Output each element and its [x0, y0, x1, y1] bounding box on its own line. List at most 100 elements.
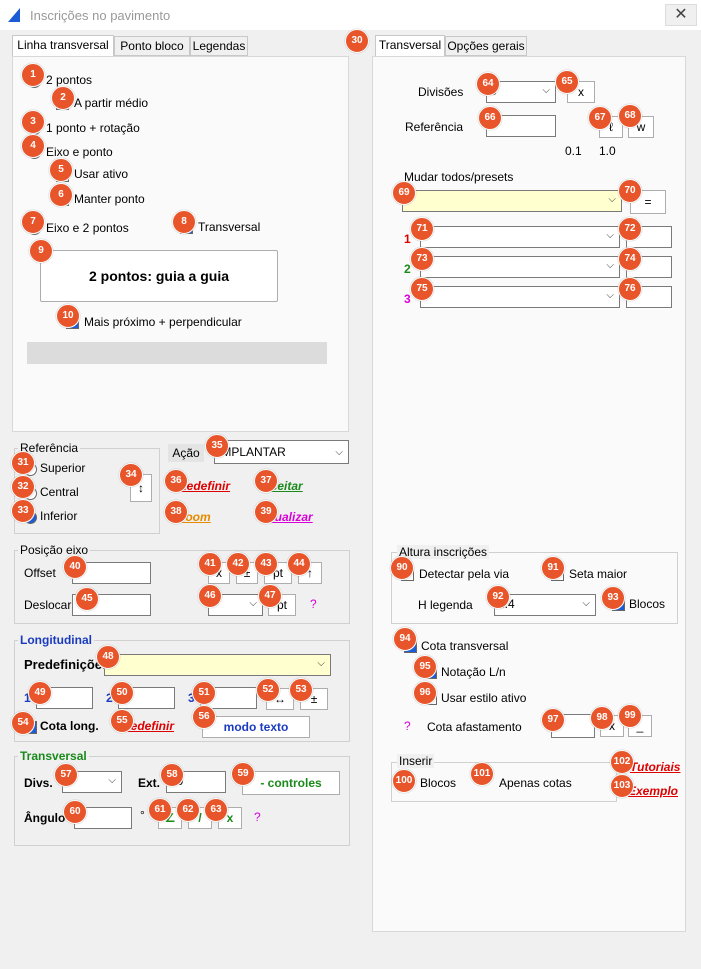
label-1ponto: 1 ponto + rotação — [46, 121, 140, 135]
chevron-down-icon: ⌵ — [582, 598, 590, 609]
title-bar — [0, 0, 701, 30]
badge: 52 — [256, 678, 280, 702]
scale-a: 0.1 — [565, 144, 582, 158]
redefinir-link[interactable]: Redefinir — [178, 479, 231, 493]
label-usar-ativo: Usar ativo — [74, 167, 129, 181]
offset-label: Offset — [24, 566, 56, 580]
chevron-down-icon: ⌵ — [335, 447, 343, 458]
chevron-down-icon: ⌵ — [606, 290, 614, 301]
label-cota-transversal: Cota transversal — [421, 639, 509, 653]
badge: 48 — [96, 645, 120, 669]
badge: 34 — [119, 463, 143, 487]
badge: 36 — [164, 469, 188, 493]
chevron-down-icon: ⌵ — [249, 598, 257, 609]
predef-select[interactable]: ⌵ — [104, 654, 331, 676]
badge: 55 — [110, 709, 134, 733]
badge: 90 — [390, 556, 414, 580]
tab-transversal[interactable]: Transversal — [375, 35, 445, 57]
row-label-2: 2 — [404, 262, 411, 276]
tab-legendas[interactable]: Legendas — [190, 36, 248, 56]
row-select-3[interactable]: ⌵ — [420, 286, 620, 308]
badge: 59 — [231, 762, 255, 786]
badge: 46 — [198, 584, 222, 608]
label-a-partir-medio: A partir médio — [74, 96, 149, 110]
badge: 73 — [410, 247, 434, 271]
badge: 70 — [618, 179, 642, 203]
badge: 8 — [172, 210, 196, 234]
cotas-help[interactable]: ? — [404, 719, 411, 733]
acao-value: IMPLANTAR — [218, 445, 286, 459]
badge: 101 — [470, 762, 494, 786]
label-eixo-ponto: Eixo e ponto — [46, 145, 113, 159]
badge: 66 — [478, 106, 502, 130]
equals-button[interactable]: = — [630, 190, 666, 214]
badge: 49 — [28, 681, 52, 705]
label-mais-proximo: Mais próximo + perpendicular — [84, 315, 242, 329]
deslocar-label: Deslocar — [24, 598, 72, 612]
chevron-down-icon: ⌵ — [608, 194, 616, 205]
badge: 50 — [110, 681, 134, 705]
mudar-select[interactable]: ⌵ — [402, 190, 622, 212]
badge: 63 — [204, 798, 228, 822]
row-label-1: 1 — [404, 232, 411, 246]
badge: 33 — [11, 499, 35, 523]
badge: 98 — [590, 706, 614, 730]
transversal-left-legend: Transversal — [18, 749, 89, 763]
exemplo-link[interactable]: Exemplo — [628, 784, 679, 798]
label-detectar: Detectar pela via — [419, 567, 510, 581]
tab-linha-transversal[interactable]: Linha transversal — [12, 35, 114, 57]
badge: 68 — [618, 104, 642, 128]
app-logo-icon — [8, 8, 20, 22]
deg-label: ° — [140, 808, 145, 822]
inserir-blocos-label[interactable]: Blocos — [420, 776, 457, 790]
badge: 3 — [21, 110, 45, 134]
linha-panel — [12, 56, 349, 432]
tutoriais-link[interactable]: Tutoriais — [630, 760, 681, 774]
row-select-1[interactable]: ⌵ — [420, 226, 620, 248]
tab-opcoes-gerais[interactable]: Opções gerais — [445, 36, 527, 56]
badge: 61 — [148, 798, 172, 822]
badge: 1 — [21, 63, 45, 87]
badge: 53 — [289, 678, 313, 702]
label-eixo-2pontos: Eixo e 2 pontos — [46, 221, 129, 235]
badge: 42 — [226, 552, 250, 576]
badge: 94 — [393, 627, 417, 651]
row-select-2[interactable]: ⌵ — [420, 256, 620, 278]
tab-ponto-bloco[interactable]: Ponto bloco — [114, 36, 190, 56]
label-superior: Superior — [40, 461, 86, 475]
badge: 76 — [618, 277, 642, 301]
badge: 92 — [486, 585, 510, 609]
badge: 58 — [160, 763, 184, 787]
progress-bar — [27, 342, 327, 364]
badge: 75 — [410, 277, 434, 301]
posicao-help[interactable]: ? — [310, 597, 317, 611]
label-seta-maior: Seta maior — [569, 567, 628, 581]
divisoes-label: Divisões — [418, 85, 464, 99]
badge: 93 — [601, 586, 625, 610]
h-legenda-label: H legenda — [418, 598, 473, 612]
label-2pontos: 2 pontos — [46, 73, 93, 87]
modo-texto-button[interactable]: modo texto — [202, 716, 310, 738]
chevron-down-icon: ⌵ — [606, 260, 614, 271]
badge: 4 — [21, 134, 45, 158]
acao-select[interactable]: IMPLANTAR ⌵ — [214, 440, 349, 464]
divs-label: Divs. — [24, 776, 53, 790]
divisoes-select[interactable]: 5⌵ — [486, 81, 556, 103]
main-mode-button[interactable]: 2 pontos: guia a guia — [40, 250, 278, 302]
long-redefinir-link[interactable]: Redefinir — [122, 719, 175, 733]
mudar-label: Mudar todos/presets — [404, 170, 514, 184]
badge: 51 — [192, 681, 216, 705]
label-transversal: Transversal — [198, 220, 261, 234]
referencia-legend: Referência — [18, 441, 81, 455]
apenas-cotas-label[interactable]: Apenas cotas — [499, 776, 572, 790]
angulo-help[interactable]: ? — [254, 810, 261, 824]
badge: 72 — [618, 217, 642, 241]
longitudinal-legend: Longitudinal — [18, 633, 94, 647]
close-icon[interactable]: ✕ — [665, 4, 697, 26]
chevron-down-icon: ⌵ — [542, 85, 550, 96]
long-label-3: 3 — [188, 691, 195, 705]
controles-button[interactable]: - controles — [242, 771, 340, 795]
badge: 45 — [75, 587, 99, 611]
right-referencia-label: Referência — [405, 120, 464, 134]
badge: 60 — [63, 800, 87, 824]
